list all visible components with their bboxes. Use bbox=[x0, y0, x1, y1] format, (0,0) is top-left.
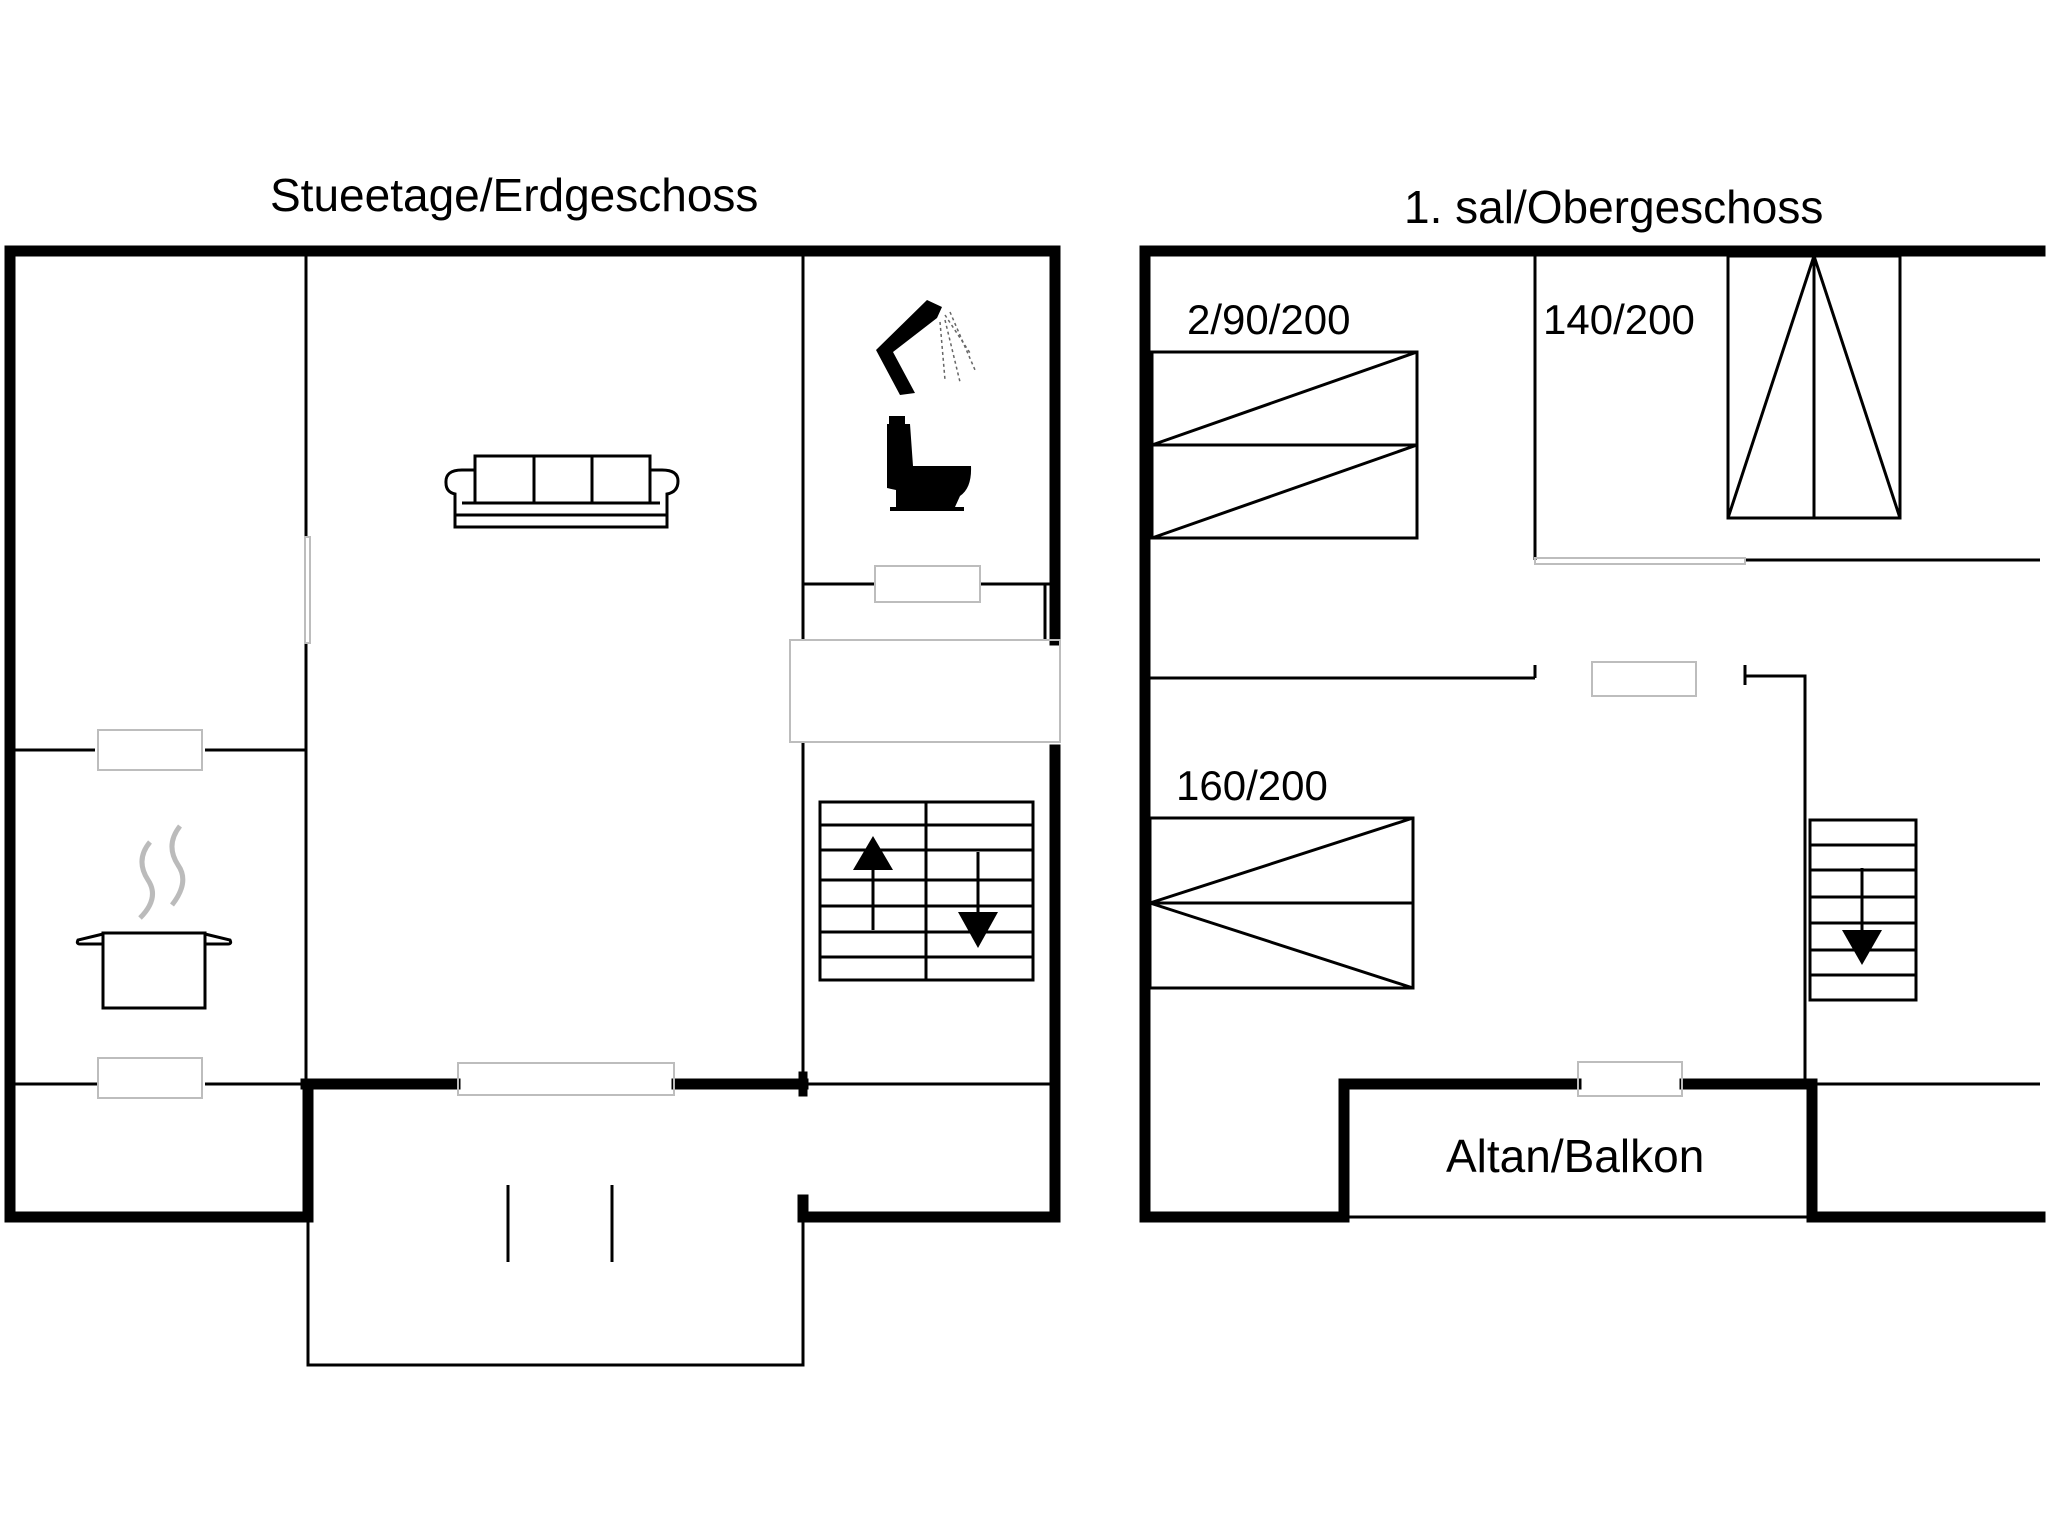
bed-label-140: 140/200 bbox=[1543, 296, 1695, 343]
upper-floor-doors bbox=[1534, 557, 1746, 1097]
ground-floor-staircase bbox=[818, 800, 1035, 982]
staircase-down-icon bbox=[1842, 868, 1882, 965]
bed-twin: 2/90/200 bbox=[1150, 296, 1419, 540]
sofa-icon bbox=[444, 454, 680, 529]
shower-icon bbox=[876, 300, 976, 395]
bed-double-140: 140/200 bbox=[1543, 254, 1902, 520]
staircase-down-icon bbox=[958, 852, 998, 948]
staircase-up-icon bbox=[853, 836, 893, 930]
ground-floor-terrace bbox=[306, 1185, 805, 1367]
upper-floor-inner-walls bbox=[1150, 256, 2040, 1219]
ground-floor-title: Stueetage/Erdgeschoss bbox=[270, 169, 758, 221]
upper-floor-title: 1. sal/Obergeschoss bbox=[1404, 181, 1823, 233]
balcony-label: Altan/Balkon bbox=[1446, 1130, 1704, 1182]
ground-floor-outer-walls bbox=[4, 245, 1061, 1223]
ground-floor-doors bbox=[97, 536, 1061, 1099]
toilet-icon bbox=[887, 416, 972, 511]
bed-label-160: 160/200 bbox=[1176, 762, 1328, 809]
upper-floor-staircase bbox=[1808, 818, 1918, 1002]
ground-floor-plan: Stueetage/Erdgeschoss bbox=[4, 169, 1061, 1367]
ground-floor-inner-walls bbox=[14, 256, 1050, 1097]
cooking-pot-icon bbox=[75, 824, 233, 1010]
bed-label-twin: 2/90/200 bbox=[1187, 296, 1351, 343]
upper-floor-outer-walls bbox=[1139, 245, 2046, 1223]
bed-double-160: 160/200 bbox=[1148, 762, 1415, 990]
upper-floor-plan: 1. sal/Obergeschoss 2/9 bbox=[1139, 181, 2046, 1223]
